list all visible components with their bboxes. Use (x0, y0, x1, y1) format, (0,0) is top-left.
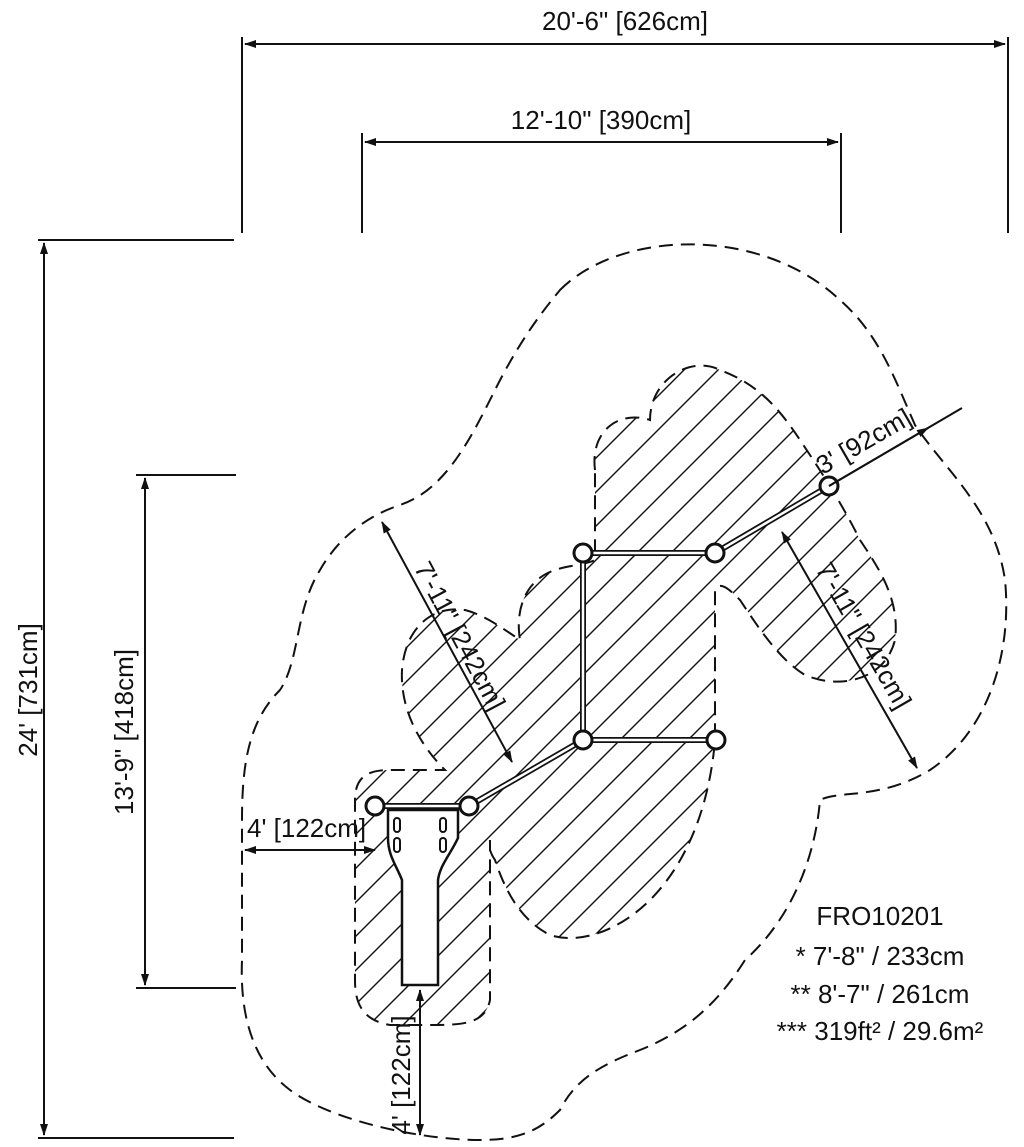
hatch-line (355, 365, 896, 1026)
post-slide-left (364, 795, 386, 817)
slide-chute (386, 808, 460, 987)
hatch-line (355, 365, 896, 1026)
hatch-line (355, 365, 681, 1026)
hatch-line (942, 0, 1024, 1147)
dim-diagonal-left: 7'-11" [242cm] (381, 521, 513, 763)
hatch-line (355, 365, 896, 1026)
hatch-line (0, 0, 306, 1147)
dim-inner-height: 13'-9" [418cm] (109, 474, 236, 989)
hatch-line (355, 365, 409, 1026)
hatch-line (0, 0, 272, 1147)
hatch-line (839, 365, 896, 1026)
dim-inner-width: 12'-10" [390cm] (361, 105, 842, 233)
hatch-line (355, 365, 896, 1026)
hatch-line (355, 365, 545, 1026)
equipment-structure (364, 475, 840, 987)
hatch-line (908, 0, 1024, 1147)
hatch-line (431, 365, 896, 1026)
hatch-line (0, 0, 34, 1147)
dim-overall-height: 24' [731cm] (13, 239, 234, 1139)
dim-end-clearance: 3' [92cm] (811, 402, 963, 487)
post-end-left (458, 795, 480, 817)
hatch-line (0, 0, 68, 1147)
hatch-line (355, 365, 749, 1026)
hatch-line (355, 365, 896, 1026)
product-code: FRO10201 (816, 901, 943, 931)
hatch-line (771, 365, 896, 1026)
dim-diagonal-right: 7'-11" [242cm] (781, 531, 918, 769)
hatch-line (0, 0, 102, 1147)
hatch-line (355, 365, 375, 1026)
hatch-line (355, 365, 896, 1026)
hatch-line (355, 365, 896, 1026)
post-bottom-right (705, 729, 727, 751)
dim-side-clearance: 4' [122cm] (244, 813, 376, 854)
post-bottom-left (572, 729, 594, 751)
dim-side-clearance-label: 4' [122cm] (247, 813, 366, 843)
hatch-line (1010, 0, 1024, 1147)
product-area: *** 319ft² / 29.6m² (777, 1016, 984, 1046)
hatch-line (363, 365, 896, 1026)
hatch-line (499, 365, 896, 1026)
frame-bars (375, 483, 831, 809)
dim-end-clearance-label: 3' [92cm] (811, 402, 917, 480)
hatch-line (355, 365, 613, 1026)
hatch-line (0, 0, 204, 1147)
hatch-line (873, 365, 896, 1026)
hatch-line (355, 365, 896, 1026)
dim-diagonal-left-label: 7'-11" [242cm] (408, 556, 511, 715)
product-info: FRO10201 * 7'-8" / 233cm ** 8'-7" / 261c… (777, 901, 984, 1046)
dim-bottom-clearance: 4' [122cm] (386, 989, 424, 1136)
hatch-line (737, 365, 896, 1026)
hatch-line (567, 365, 896, 1026)
hatch-line (0, 0, 136, 1147)
dim-overall-height-label: 24' [731cm] (13, 623, 43, 757)
dim-overall-width-label: 20'-6" [626cm] (542, 6, 708, 36)
hatch-line (669, 365, 896, 1026)
hatch-line (465, 365, 896, 1026)
product-height-1: * 7'-8" / 233cm (796, 941, 965, 971)
dim-inner-width-label: 12'-10" [390cm] (511, 105, 691, 135)
hatch-line (355, 365, 896, 1026)
hatch-line (0, 0, 340, 1147)
post-top-left (572, 542, 594, 564)
outer-use-zone (240, 243, 1008, 1142)
hatch-line (355, 365, 896, 1026)
product-height-2: ** 8'-7" / 261cm (791, 979, 970, 1009)
hatch-line (355, 365, 783, 1026)
post-top-right (704, 542, 726, 564)
hatch-line (533, 365, 896, 1026)
hatch-line (355, 365, 443, 1026)
dim-inner-height-label: 13'-9" [418cm] (109, 649, 139, 815)
dim-overall-width: 20'-6" [626cm] (241, 6, 1009, 233)
hatch-line (0, 0, 238, 1147)
hatch-line (397, 365, 896, 1026)
hatch-line (355, 365, 715, 1026)
dim-bottom-clearance-label: 4' [122cm] (386, 1015, 416, 1134)
hatch-line (976, 0, 1024, 1147)
hatch-line (355, 365, 579, 1026)
